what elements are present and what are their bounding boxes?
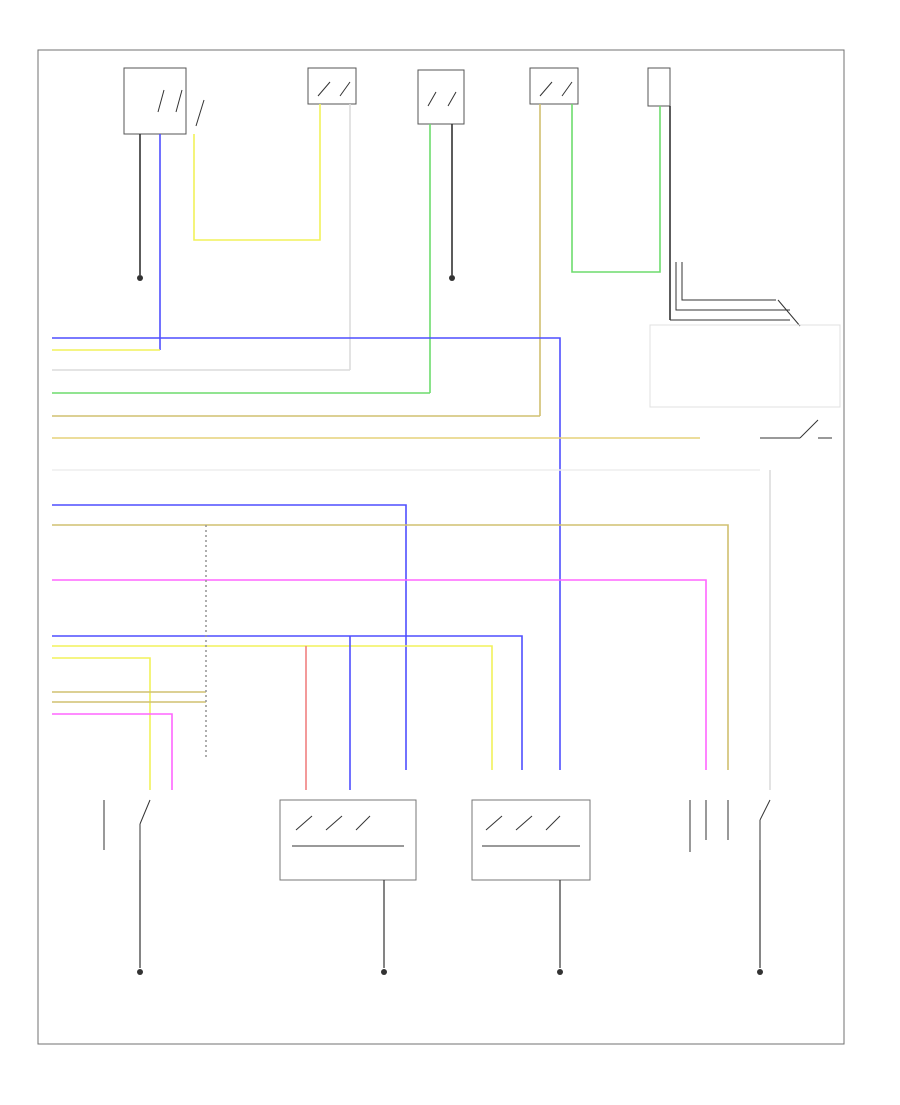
top-switch-5 (647, 67, 671, 107)
bottom-ground-wires (139, 860, 761, 968)
ground-bottom-4 (757, 969, 763, 975)
top-switch-3 (417, 69, 465, 125)
top-switch-2 (307, 67, 357, 105)
bus-wires (52, 337, 771, 790)
ground-bottom-1 (137, 969, 143, 975)
ground-bottom-2 (381, 969, 387, 975)
top-wires (139, 104, 671, 416)
bottom-switch-5 (689, 799, 771, 860)
bottom-switch-4 (471, 799, 591, 881)
ground-bottom-3 (557, 969, 563, 975)
bottom-switch-1 (103, 799, 151, 860)
top-switch-1 (123, 67, 205, 135)
top-switch-4 (529, 67, 579, 105)
ground-top-1 (137, 275, 143, 281)
ground-top-2 (449, 275, 455, 281)
bottom-switch-3 (279, 799, 417, 881)
diagram-frame (37, 49, 845, 1045)
right-relay (649, 262, 841, 408)
bus-switch-right (760, 419, 832, 439)
